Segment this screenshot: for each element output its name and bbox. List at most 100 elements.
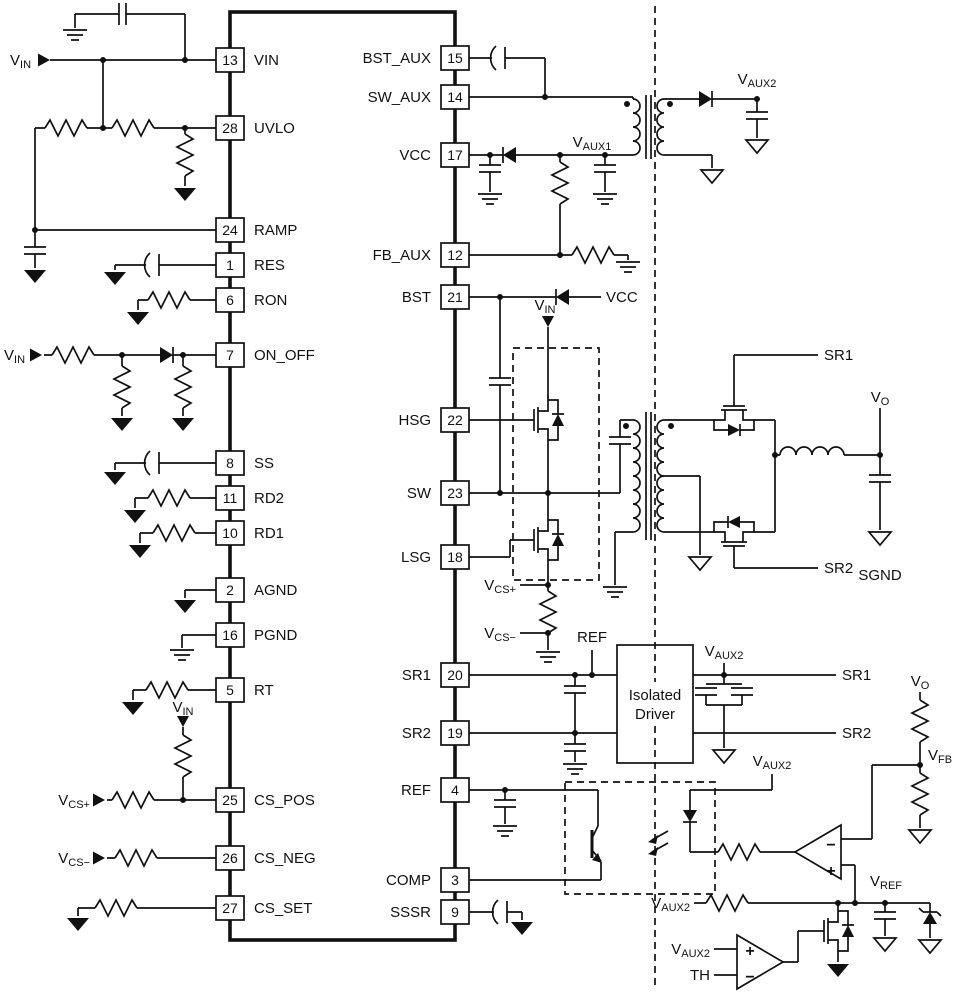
svg-text:3: 3 (451, 872, 459, 888)
resistor (176, 133, 194, 177)
svg-text:RD2: RD2 (254, 490, 284, 507)
vcs-input-arrow-icon (93, 793, 105, 807)
svg-text:RES: RES (254, 257, 285, 274)
wires-bridge (469, 296, 633, 650)
pin-28-uvlo: 28 UVLO (215, 115, 295, 141)
isolated-driver-box (616, 644, 694, 764)
aux-transformer-primary (632, 98, 641, 156)
main-transformer-core (645, 412, 652, 540)
svg-text:4: 4 (451, 782, 459, 798)
diode (698, 90, 713, 108)
ground-icon (827, 964, 849, 977)
svg-text:24: 24 (222, 222, 238, 238)
earth-ground-icon (602, 586, 628, 598)
svg-text:SW_AUX: SW_AUX (368, 89, 431, 106)
main-transformer-primary (632, 475, 641, 533)
left-external-network: VIN VIN VIN VCS+ VCS− (4, 2, 216, 931)
output-inductor (779, 446, 845, 456)
svg-text:17: 17 (447, 147, 463, 163)
signal-ground-icon (688, 556, 712, 571)
svg-text:15: 15 (447, 50, 463, 66)
svg-text:VCC: VCC (399, 147, 431, 164)
resistor (571, 246, 615, 264)
svg-text:RON: RON (254, 292, 287, 309)
capacitor (118, 2, 127, 26)
svg-text:12: 12 (447, 247, 463, 263)
capacitor (868, 474, 892, 483)
svg-text:20: 20 (447, 667, 463, 683)
pin-number: 13 (222, 52, 238, 68)
resistor (145, 681, 189, 699)
net-label-vin: VIN (172, 699, 193, 718)
net-label-vaux2: VAUX2 (705, 643, 744, 662)
svg-text:14: 14 (447, 89, 463, 105)
pin-22-hsg: 22 HSG (398, 407, 470, 433)
resistor (114, 849, 158, 867)
main-transformer-output-section: SR1 SR2 VO SGND (632, 347, 902, 584)
resistor (551, 161, 569, 205)
svg-text:SS: SS (254, 455, 274, 472)
earth-ground-icon (535, 651, 561, 663)
pin-23-sw: 23 SW (407, 480, 470, 506)
capacitor (730, 687, 754, 696)
reference-mosfet (813, 906, 855, 956)
isolated-driver-section: Isolated Driver REF VAUX2 SR1 SR2 (469, 629, 871, 775)
ground-icon (174, 188, 196, 201)
net-label-vcc: VCC (606, 289, 638, 306)
net-label-vref: VREF (870, 873, 902, 892)
ground-icon (511, 922, 533, 935)
isolated-driver-label: Isolated (629, 687, 682, 704)
aux-flyback-section: VAUX1 VAUX2 (469, 45, 777, 273)
net-label-ref: REF (577, 629, 607, 646)
vin-input-arrow-icon (38, 53, 50, 67)
net-label-vcs-plus: VCS+ (484, 577, 516, 596)
svg-text:27: 27 (222, 900, 238, 916)
pin-24-ramp: 24 RAMP (215, 217, 297, 243)
net-label-vaux2: VAUX2 (738, 71, 777, 90)
pin-25-cs-pos: 25 CS_POS (215, 787, 315, 813)
svg-text:UVLO: UVLO (254, 120, 295, 137)
opamp-minus-sign: − (745, 969, 754, 986)
net-label-vin: VIN (534, 297, 555, 316)
junction-dots (32, 57, 923, 906)
low-side-mosfet (523, 515, 565, 565)
svg-text:8: 8 (226, 455, 234, 471)
resistor (911, 699, 929, 743)
resistor (51, 346, 95, 364)
pin-3-comp: 3 COMP (386, 867, 470, 893)
net-label-vin: VIN (10, 52, 31, 71)
pin-10-rd1: 10 RD1 (215, 520, 284, 546)
net-label-vaux2: VAUX2 (753, 753, 792, 772)
pin-6-ron: 6 RON (215, 287, 287, 313)
svg-text:FB_AUX: FB_AUX (373, 247, 431, 264)
fet-dashed-box (512, 347, 600, 581)
net-label-sr2: SR2 (842, 725, 871, 742)
main-transformer-primary (632, 419, 641, 477)
ground-icon (122, 702, 144, 715)
net-label-th: TH (690, 967, 710, 984)
optocoupler-dashed-box (564, 781, 716, 895)
svg-text:21: 21 (447, 289, 463, 305)
resistor (717, 843, 761, 861)
resistor (113, 365, 131, 409)
resistor (911, 772, 929, 816)
net-label-sr1: SR1 (842, 667, 871, 684)
svg-text:SR1: SR1 (402, 667, 431, 684)
svg-text:AGND: AGND (254, 582, 298, 599)
net-label-sr1: SR1 (824, 347, 853, 364)
svg-text:10: 10 (222, 525, 238, 541)
optocoupler-section: VAUX2 (469, 753, 795, 895)
svg-text:SR2: SR2 (402, 725, 431, 742)
main-transformer-secondary (656, 419, 665, 477)
resistor (111, 119, 155, 137)
main-transformer-secondary (656, 475, 665, 533)
pin-16-pgnd: 16 PGND (215, 622, 298, 648)
resistor (539, 590, 557, 634)
pin-15-bst-aux: 15 BST_AUX (363, 45, 470, 71)
ground-icon (172, 418, 194, 431)
resistor (94, 899, 138, 917)
resistor (44, 119, 88, 137)
pin-26-cs-neg: 26 CS_NEG (215, 845, 316, 871)
zener-diode-icon (923, 912, 937, 924)
vin-arrow-down-icon (542, 316, 554, 327)
